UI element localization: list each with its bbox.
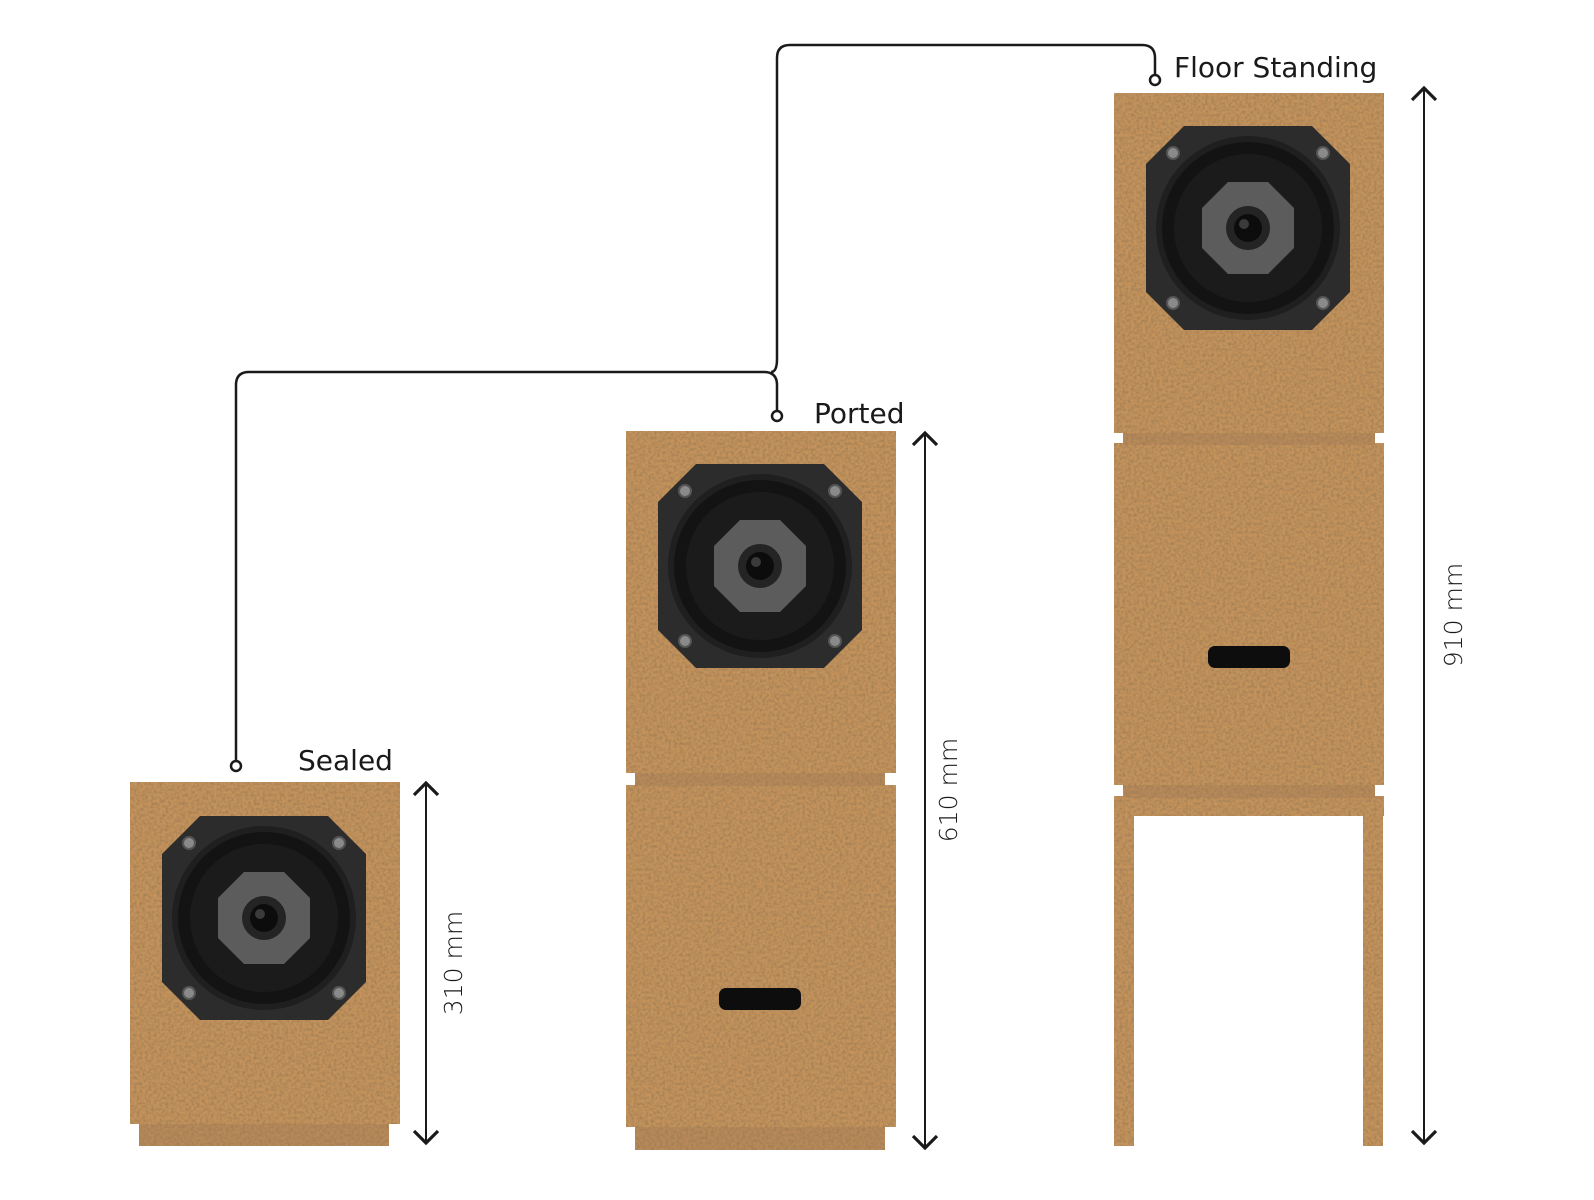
dimension-label-ported: 610 mm [934,738,963,842]
dimension-label-floor: 910 mm [1439,563,1468,667]
label-floor-standing: Floor Standing [1174,51,1377,84]
speaker-driver-icon [1145,125,1351,331]
bass-port-icon [719,988,801,1010]
label-sealed: Sealed [298,744,393,777]
bass-port-icon [1208,646,1290,668]
ported-base [635,1126,885,1150]
connector-dot-ported [770,409,784,423]
sealed-base [139,1122,389,1146]
connector-sealed-ported [234,370,779,764]
connector-lines [229,43,1162,773]
connector-dot-sealed [229,759,243,773]
floor-lower-cabinet [1114,443,1384,785]
floor-joint-upper [1123,432,1375,445]
speaker-driver-icon [657,463,863,669]
ported-joint [635,772,885,786]
ported-lower-cabinet [626,785,896,1127]
floor-stand-right-leg [1363,796,1383,1146]
floor-joint-lower [1123,784,1375,798]
floor-stand-left-leg [1114,796,1134,1146]
speaker-driver-icon [161,815,367,1021]
dimension-label-sealed: 310 mm [439,911,468,1015]
speaker-ported [626,431,896,1150]
dimension-arrows [412,85,1438,1151]
speaker-sealed [130,782,400,1146]
connector-dot-floor [1148,73,1162,87]
speaker-floor-standing [1114,93,1384,1146]
label-ported: Ported [814,397,905,430]
floor-stand-top [1114,796,1384,816]
connector-ported-floor [770,43,1157,374]
